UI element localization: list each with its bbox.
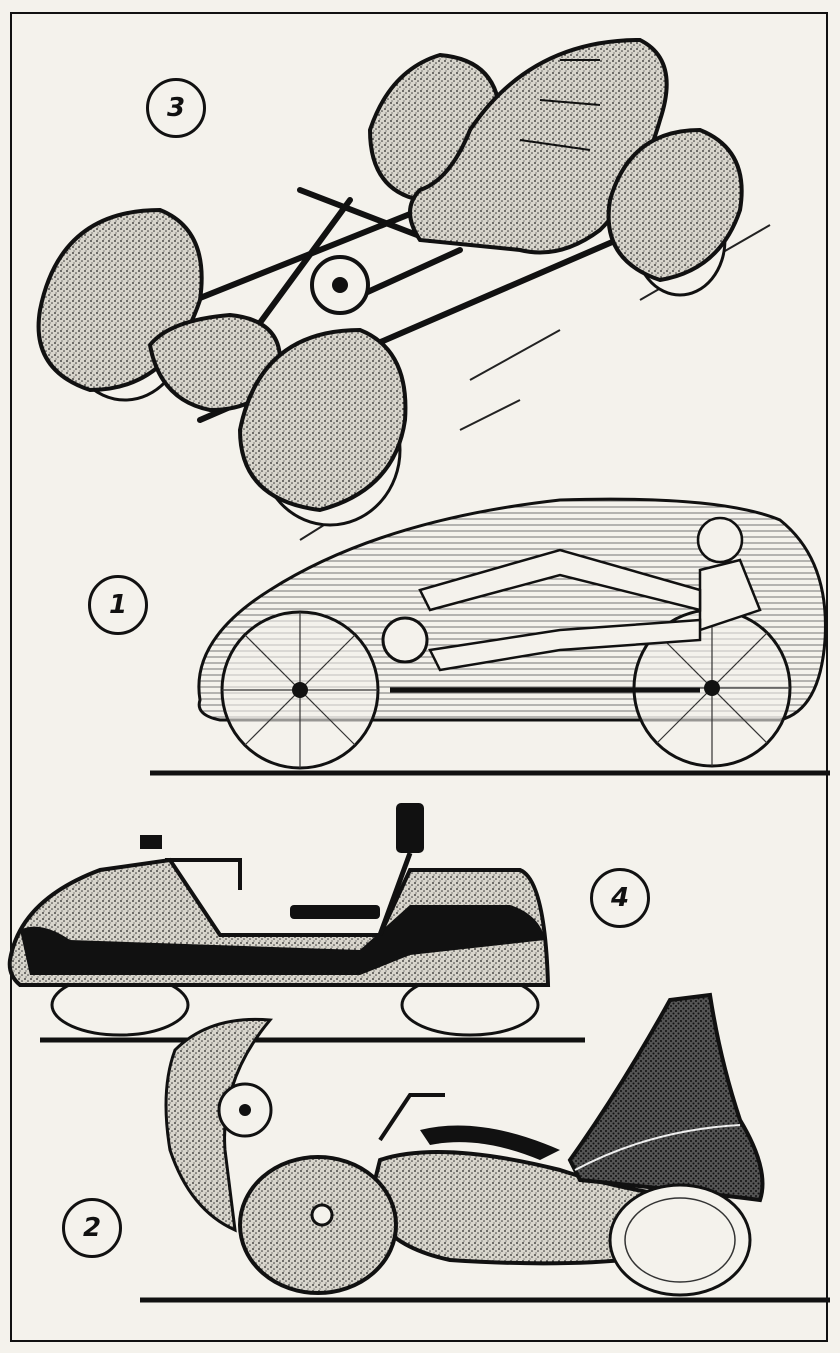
figure-2-recumbent-trike [140, 992, 830, 1303]
page-frame [10, 12, 828, 1342]
figure-3-label: 3 [146, 78, 206, 138]
figure-1-label: 1 [88, 575, 148, 635]
figure-1-velomobile [150, 497, 830, 776]
figure-4-open-car [7, 803, 585, 1043]
figure-3-quadricycle [36, 37, 771, 541]
figure-4-label: 4 [590, 868, 650, 928]
figure-2-label: 2 [62, 1198, 122, 1258]
